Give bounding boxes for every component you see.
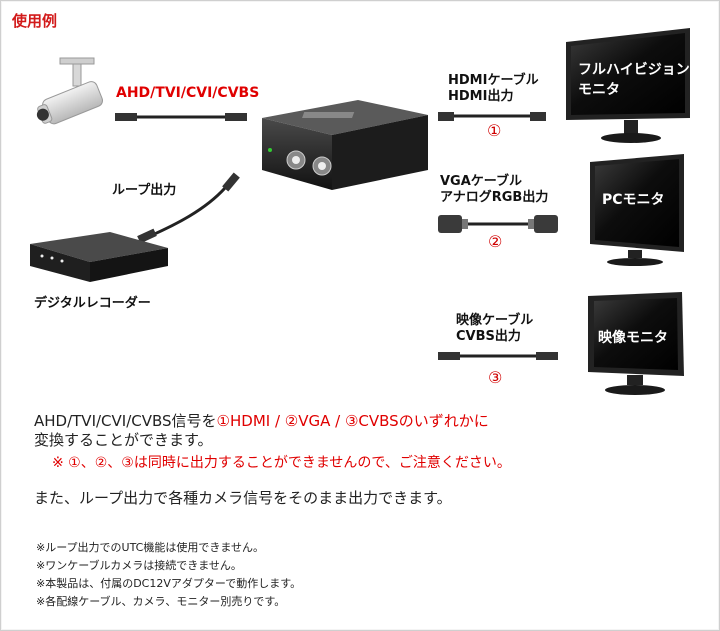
loop-cable: [137, 172, 240, 244]
vga-cable-label: VGAケーブル アナログRGB出力: [440, 174, 548, 206]
fullhd-monitor-line1: フルハイビジョン: [578, 62, 690, 78]
fullhd-monitor-label: フルハイビジョン モニタ: [578, 60, 690, 100]
vga-label-line2: アナログRGB出力: [440, 190, 549, 205]
vga-label-line1: VGAケーブル: [440, 174, 523, 189]
note-item: ※本製品は、付属のDC12Vアダプターで動作します。: [36, 577, 302, 590]
output-number-2: ②: [488, 232, 503, 251]
cvbs-label-line1: 映像ケーブル: [456, 313, 534, 328]
cvbs-cable-label: 映像ケーブル CVBS出力: [456, 313, 533, 345]
note-item: ※各配線ケーブル、カメラ、モニター別売りです。: [36, 595, 286, 608]
cvbs-cable: [438, 352, 558, 360]
description-line1: AHD/TVI/CVI/CVBS信号を①HDMI / ②VGA / ③CVBSの…: [34, 412, 694, 431]
input-cable: [115, 113, 247, 121]
fullhd-monitor-line2: モニタ: [578, 82, 620, 98]
description-line2: 変換することができます。: [34, 431, 213, 449]
hdmi-cable: [438, 112, 546, 121]
recorder-icon: [30, 232, 168, 282]
output-number-3: ③: [488, 368, 503, 387]
description-line1-outputs: ①HDMI / ②VGA / ③CVBSのいずれかに: [216, 412, 489, 430]
hdmi-label-line1: HDMIケーブル: [448, 73, 539, 88]
loop-output-description: また、ループ出力で各種カメラ信号をそのまま出力できます。: [34, 489, 452, 507]
note-item: ※ワンケーブルカメラは接続できません。: [36, 559, 242, 572]
simultaneous-output-note: ※ ①、②、③は同時に出力することができませんので、ご注意ください。: [52, 455, 511, 471]
hdmi-label-line2: HDMI出力: [448, 89, 514, 104]
recorder-label: デジタルレコーダー: [34, 296, 151, 311]
cvbs-label-line2: CVBS出力: [456, 329, 521, 344]
description-line1-prefix: AHD/TVI/CVI/CVBS信号を: [34, 412, 217, 430]
note-item: ※ループ出力でのUTC機能は使用できません。: [36, 541, 265, 554]
converter-box: [262, 100, 428, 190]
loop-output-label: ループ出力: [112, 183, 177, 198]
fullhd-monitor-icon: [566, 28, 690, 143]
input-signal-label: AHD/TVI/CVI/CVBS: [116, 85, 260, 101]
notes-list: ※ループ出力でのUTC機能は使用できません。 ※ワンケーブルカメラは接続できませ…: [36, 539, 301, 611]
camera-icon: [36, 57, 104, 125]
description-block: AHD/TVI/CVI/CVBS信号を①HDMI / ②VGA / ③CVBSの…: [34, 412, 694, 450]
hdmi-cable-label: HDMIケーブル HDMI出力: [448, 73, 539, 105]
video-monitor-label: 映像モニタ: [598, 330, 668, 346]
pc-monitor-icon: [590, 154, 684, 266]
vga-cable: [438, 215, 558, 233]
output-number-1: ①: [487, 121, 502, 140]
page-title: 使用例: [12, 12, 58, 30]
pc-monitor-label: PCモニタ: [602, 192, 665, 208]
video-monitor-icon: [588, 292, 684, 395]
